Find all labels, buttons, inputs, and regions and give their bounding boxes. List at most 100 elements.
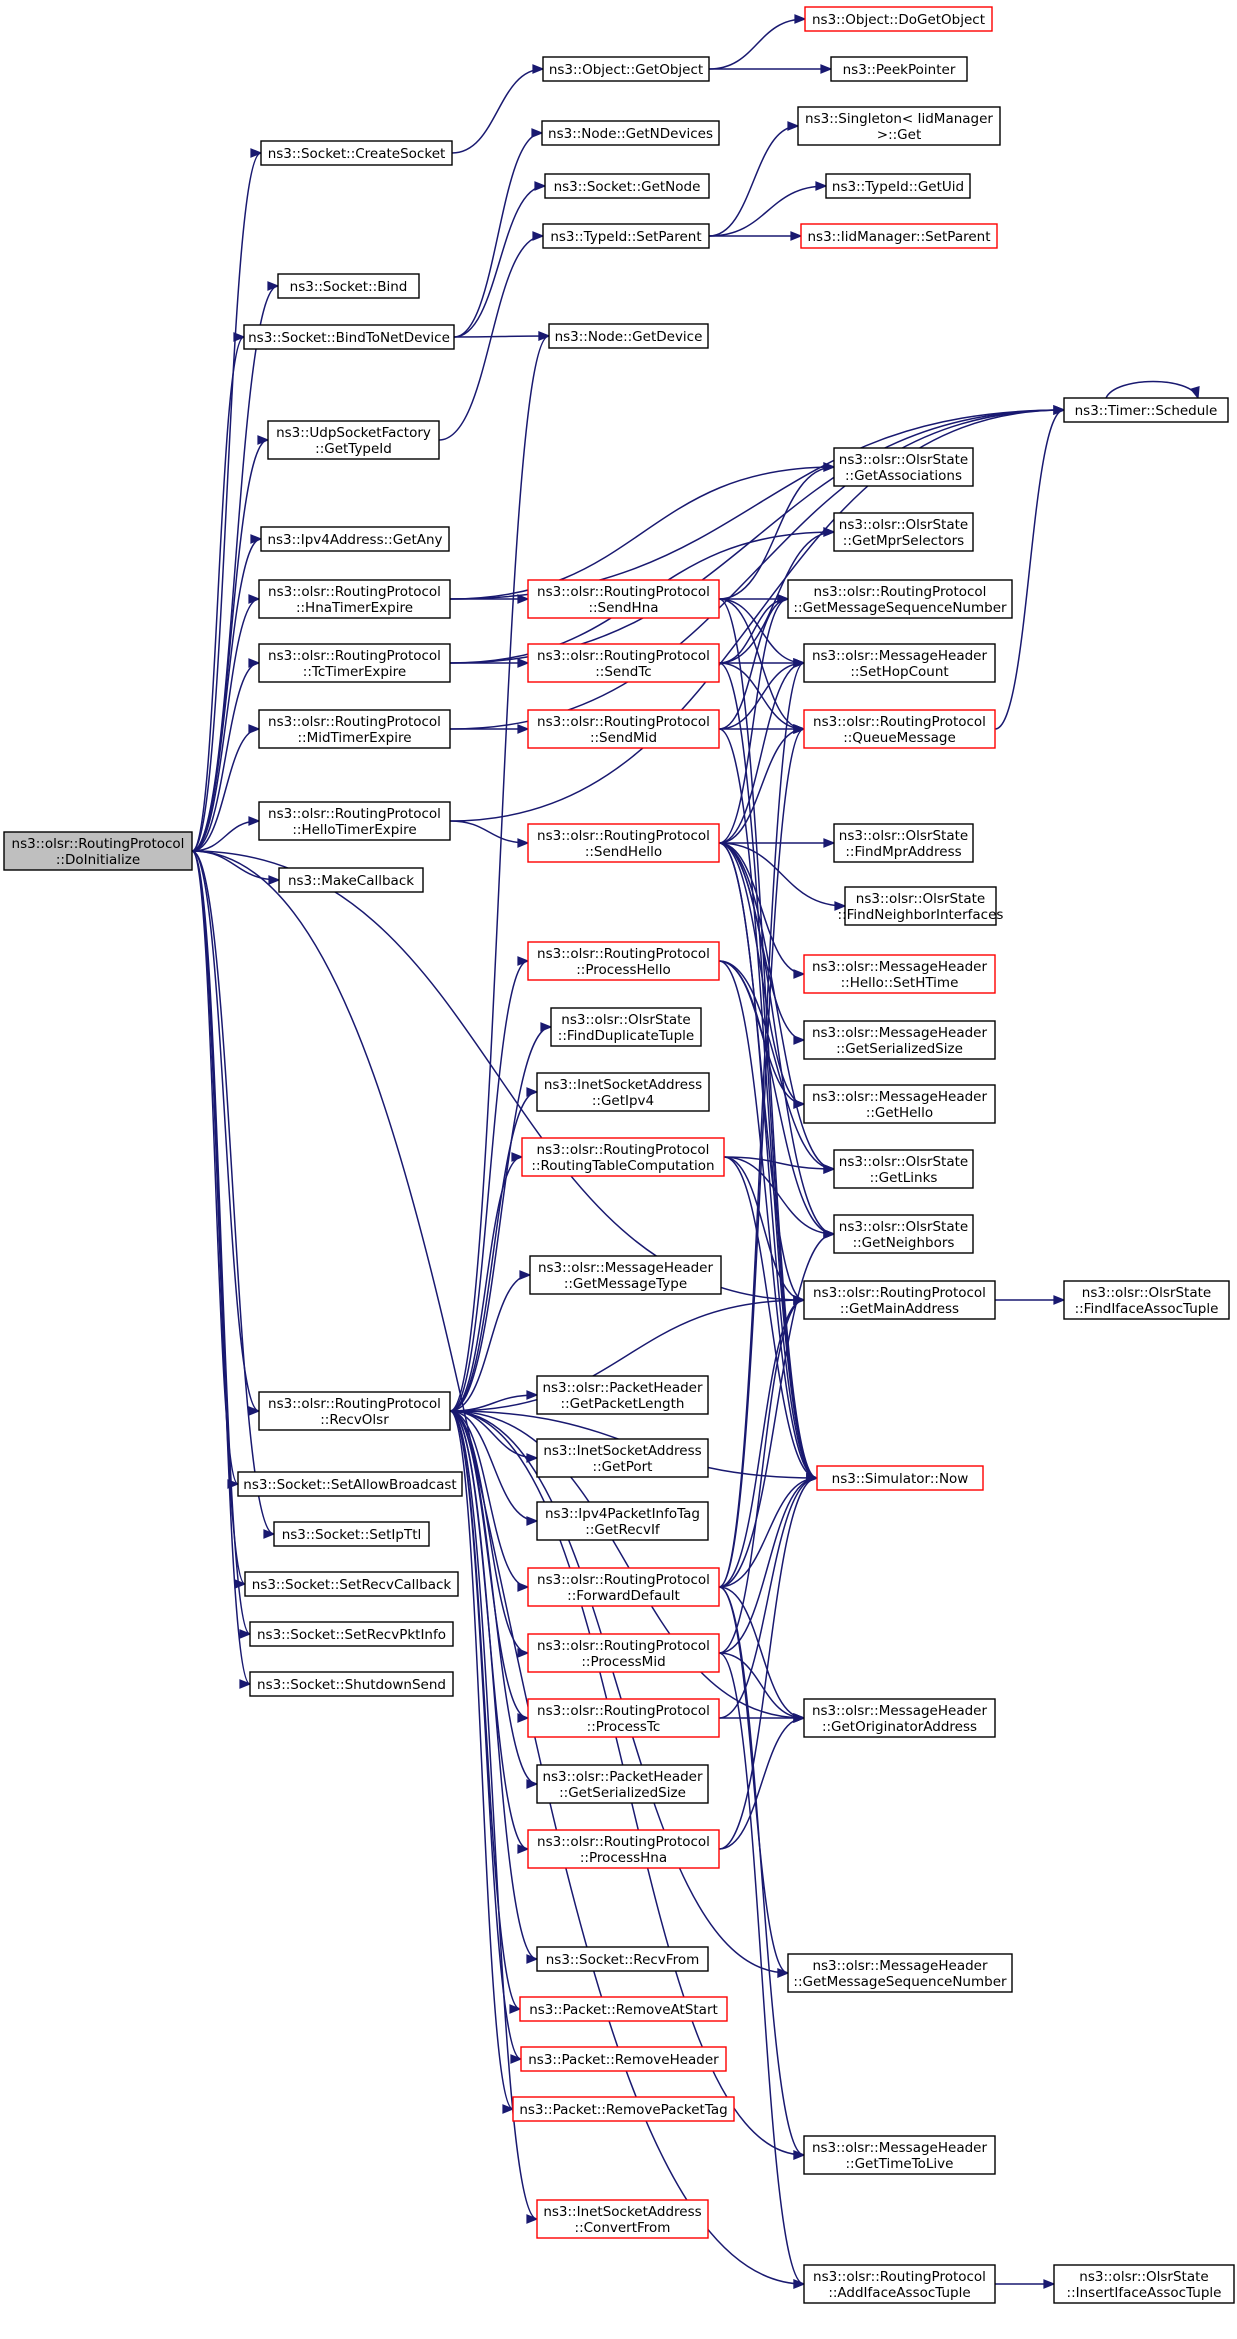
node-get-port[interactable]: ns3::InetSocketAddress::GetPort xyxy=(536,1438,709,1478)
edge-line xyxy=(449,1410,538,1785)
node-queue-message[interactable]: ns3::olsr::RoutingProtocol::QueueMessage xyxy=(803,709,996,749)
node-get-hello[interactable]: ns3::olsr::MessageHeader::GetHello xyxy=(803,1084,996,1124)
node-get-ipv4[interactable]: ns3::InetSocketAddress::GetIpv4 xyxy=(536,1072,710,1112)
node-create-socket[interactable]: ns3::Socket::CreateSocket xyxy=(260,140,453,166)
node-get-msg-seq-num[interactable]: ns3::olsr::RoutingProtocol::GetMessageSe… xyxy=(787,579,1013,619)
node-label-line: ::GetRecvIf xyxy=(585,1522,661,1538)
edge-line xyxy=(191,285,279,852)
call-edge-do-initialize-to-set-ip-ttl xyxy=(191,850,276,1539)
node-get-device[interactable]: ns3::Node::GetDevice xyxy=(548,323,709,349)
node-socket-get-node[interactable]: ns3::Socket::GetNode xyxy=(544,173,710,199)
node-get-main-address[interactable]: ns3::olsr::RoutingProtocol::GetMainAddre… xyxy=(803,1280,996,1320)
node-make-callback[interactable]: ns3::MakeCallback xyxy=(278,867,424,893)
node-set-recv-pkt-info[interactable]: ns3::Socket::SetRecvPktInfo xyxy=(249,1621,454,1647)
node-get-neighbors[interactable]: ns3::olsr::OlsrState::GetNeighbors xyxy=(833,1214,974,1254)
node-send-mid[interactable]: ns3::olsr::RoutingProtocol::SendMid xyxy=(527,709,720,749)
node-send-hello[interactable]: ns3::olsr::RoutingProtocol::SendHello xyxy=(527,823,720,863)
node-process-hello[interactable]: ns3::olsr::RoutingProtocol::ProcessHello xyxy=(527,941,720,981)
node-find-duplicate-tuple[interactable]: ns3::olsr::OlsrState::FindDuplicateTuple xyxy=(550,1007,702,1047)
node-remove-packet-tag[interactable]: ns3::Packet::RemovePacketTag xyxy=(512,2096,735,2122)
node-get-time-to-live[interactable]: ns3::olsr::MessageHeader::GetTimeToLive xyxy=(803,2135,996,2175)
node-mh-get-message-sequence-number[interactable]: ns3::olsr::MessageHeader::GetMessageSequ… xyxy=(787,1953,1013,1993)
node-set-allow-broadcast[interactable]: ns3::Socket::SetAllowBroadcast xyxy=(237,1471,463,1497)
node-box xyxy=(803,709,996,749)
node-get-any[interactable]: ns3::Ipv4Address::GetAny xyxy=(260,526,450,552)
node-remove-at-start[interactable]: ns3::Packet::RemoveAtStart xyxy=(519,1996,728,2022)
node-send-hna[interactable]: ns3::olsr::RoutingProtocol::SendHna xyxy=(527,579,720,619)
node-mid-timer-expire[interactable]: ns3::olsr::RoutingProtocol::MidTimerExpi… xyxy=(258,709,451,749)
node-set-recv-callback[interactable]: ns3::Socket::SetRecvCallback xyxy=(244,1571,459,1597)
arrow-head xyxy=(777,1968,790,1978)
node-find-mpr-address[interactable]: ns3::olsr::OlsrState::FindMprAddress xyxy=(833,823,974,863)
call-edge-set-parent-to-singleton-get xyxy=(708,121,800,237)
node-process-tc[interactable]: ns3::olsr::RoutingProtocol::ProcessTc xyxy=(527,1698,720,1738)
node-get-object[interactable]: ns3::Object::GetObject xyxy=(542,56,710,82)
node-label-line: ::GetPort xyxy=(593,1459,653,1475)
node-shutdown-send[interactable]: ns3::Socket::ShutdownSend xyxy=(249,1671,454,1697)
node-label-line: ns3::olsr::RoutingProtocol xyxy=(537,648,710,664)
node-get-originator-address[interactable]: ns3::olsr::MessageHeader::GetOriginatorA… xyxy=(803,1698,996,1738)
arrow-head xyxy=(526,1779,539,1789)
node-hna-timer-expire[interactable]: ns3::olsr::RoutingProtocol::HnaTimerExpi… xyxy=(258,579,451,619)
node-recv-olsr[interactable]: ns3::olsr::RoutingProtocol::RecvOlsr xyxy=(258,1391,451,1431)
node-set-ip-ttl[interactable]: ns3::Socket::SetIpTtl xyxy=(273,1521,430,1547)
node-simulator-now[interactable]: ns3::Simulator::Now xyxy=(816,1465,984,1491)
node-label-line: ns3::Singleton< IidManager xyxy=(805,111,993,127)
arrow-head xyxy=(248,658,261,668)
node-bind[interactable]: ns3::Socket::Bind xyxy=(277,273,420,299)
node-mh-get-serialized-size[interactable]: ns3::olsr::MessageHeader::GetSerializedS… xyxy=(803,1020,996,1060)
node-forward-default[interactable]: ns3::olsr::RoutingProtocol::ForwardDefau… xyxy=(527,1567,720,1607)
edge-line xyxy=(449,1299,805,1412)
node-routing-table-computation[interactable]: ns3::olsr::RoutingProtocol::RoutingTable… xyxy=(521,1137,725,1177)
node-label-line: ns3::olsr::OlsrState xyxy=(839,828,968,844)
arrow-head xyxy=(517,724,530,734)
node-get-links[interactable]: ns3::olsr::OlsrState::GetLinks xyxy=(833,1149,974,1189)
node-process-hna[interactable]: ns3::olsr::RoutingProtocol::ProcessHna xyxy=(527,1829,720,1869)
node-find-neighbor-interfaces[interactable]: ns3::olsr::OlsrState::FindNeighborInterf… xyxy=(838,886,1004,926)
node-hello-set-h-time[interactable]: ns3::olsr::MessageHeader::Hello::SetHTim… xyxy=(803,954,996,994)
node-get-packet-length[interactable]: ns3::olsr::PacketHeader::GetPacketLength xyxy=(536,1375,709,1415)
edge-line xyxy=(718,1477,818,1588)
node-remove-header[interactable]: ns3::Packet::RemoveHeader xyxy=(520,2046,727,2072)
call-edge-set-parent-to-get-uid xyxy=(708,181,828,237)
edge-line xyxy=(718,598,805,664)
node-get-uid[interactable]: ns3::TypeId::GetUid xyxy=(825,173,971,199)
node-box xyxy=(527,579,720,619)
node-get-message-type[interactable]: ns3::olsr::MessageHeader::GetMessageType xyxy=(529,1255,722,1295)
node-find-iface-assoc-tuple[interactable]: ns3::olsr::OlsrState::FindIfaceAssocTupl… xyxy=(1063,1280,1230,1320)
edge-line xyxy=(718,662,818,1479)
arrow-head xyxy=(517,1713,530,1723)
call-edge-do-initialize-to-tc-timer-expire xyxy=(191,658,261,852)
edge-line xyxy=(449,466,835,600)
node-label-line: ns3::Socket::CreateSocket xyxy=(268,146,446,162)
node-get-n-devices[interactable]: ns3::Node::GetNDevices xyxy=(541,120,720,146)
node-do-get-object[interactable]: ns3::Object::DoGetObject xyxy=(804,6,993,32)
node-process-mid[interactable]: ns3::olsr::RoutingProtocol::ProcessMid xyxy=(527,1633,720,1673)
node-get-mpr-selectors[interactable]: ns3::olsr::OlsrState::GetMprSelectors xyxy=(833,512,974,552)
node-bind-to-net-device[interactable]: ns3::Socket::BindToNetDevice xyxy=(243,324,455,350)
node-get-associations[interactable]: ns3::olsr::OlsrState::GetAssociations xyxy=(833,447,974,487)
node-box xyxy=(527,1567,720,1607)
node-singleton-get[interactable]: ns3::Singleton< IidManager>::Get xyxy=(797,106,1001,146)
node-peek-pointer[interactable]: ns3::PeekPointer xyxy=(830,56,968,82)
node-label-line: ns3::olsr::RoutingProtocol xyxy=(268,714,441,730)
node-hello-timer-expire[interactable]: ns3::olsr::RoutingProtocol::HelloTimerEx… xyxy=(258,801,451,841)
node-label-line: ::ProcessMid xyxy=(581,1654,665,1670)
node-udp-get-type-id[interactable]: ns3::UdpSocketFactory::GetTypeId xyxy=(267,420,440,460)
node-set-parent[interactable]: ns3::TypeId::SetParent xyxy=(542,223,710,249)
node-timer-schedule[interactable]: ns3::Timer::Schedule xyxy=(1063,397,1229,423)
node-box xyxy=(536,1501,709,1541)
node-box xyxy=(520,2046,727,2072)
node-set-hop-count[interactable]: ns3::olsr::MessageHeader::SetHopCount xyxy=(803,643,996,683)
node-ph-get-serialized-size[interactable]: ns3::olsr::PacketHeader::GetSerializedSi… xyxy=(536,1764,709,1804)
node-get-recv-if[interactable]: ns3::Ipv4PacketInfoTag::GetRecvIf xyxy=(536,1501,709,1541)
node-add-iface-assoc-tuple[interactable]: ns3::olsr::RoutingProtocol::AddIfaceAsso… xyxy=(803,2264,996,2304)
node-convert-from[interactable]: ns3::InetSocketAddress::ConvertFrom xyxy=(536,2199,709,2239)
node-iid-set-parent[interactable]: ns3::IidManager::SetParent xyxy=(800,223,998,249)
node-send-tc[interactable]: ns3::olsr::RoutingProtocol::SendTc xyxy=(527,643,720,683)
node-tc-timer-expire[interactable]: ns3::olsr::RoutingProtocol::TcTimerExpir… xyxy=(258,643,451,683)
node-insert-iface-assoc-tuple[interactable]: ns3::olsr::OlsrState::InsertIfaceAssocTu… xyxy=(1053,2264,1235,2304)
node-label-line: ns3::olsr::MessageHeader xyxy=(812,1025,988,1041)
node-box xyxy=(1063,397,1229,423)
node-recv-from[interactable]: ns3::Socket::RecvFrom xyxy=(536,1946,709,1972)
